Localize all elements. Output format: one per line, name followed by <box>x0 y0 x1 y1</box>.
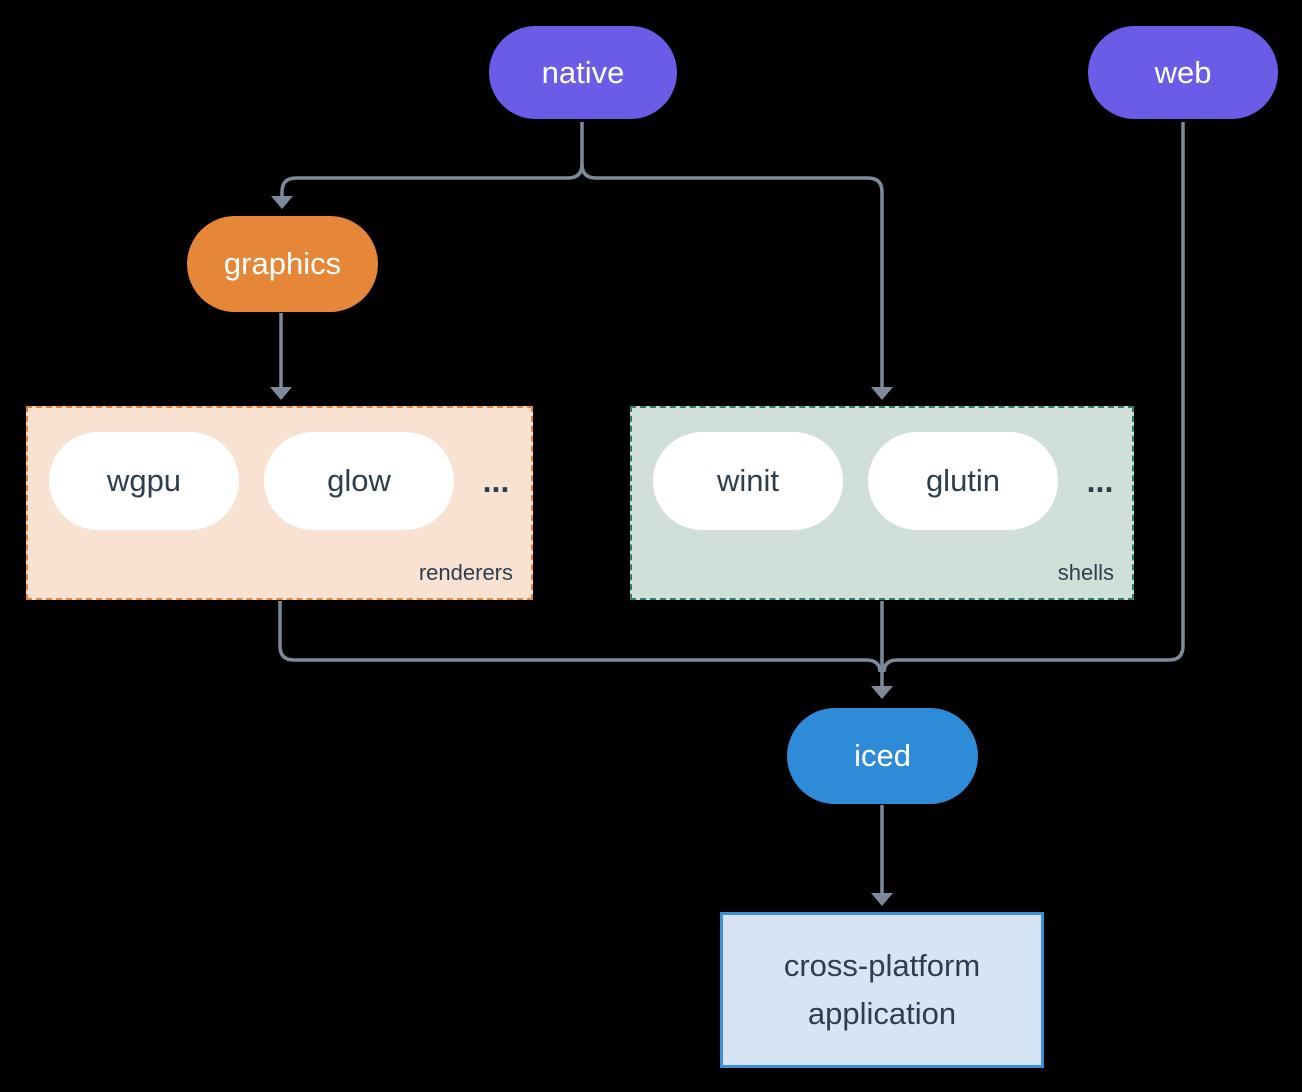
node-cross-platform-application: cross-platform application <box>720 912 1044 1068</box>
node-glow-label: glow <box>327 463 391 498</box>
node-graphics-label: graphics <box>223 246 342 281</box>
application-label-line2: application <box>807 996 957 1031</box>
shells-ellipsis: ... <box>1086 462 1114 499</box>
group-shells: winit glutin ... shells <box>630 406 1134 600</box>
application-label-line1: cross-platform <box>783 948 981 983</box>
node-iced-label: iced <box>854 738 911 773</box>
arrowhead-renderers <box>270 387 292 400</box>
node-wgpu: wgpu <box>49 432 239 530</box>
edge-renderers-to-iced <box>278 601 882 673</box>
node-glutin: glutin <box>868 432 1058 530</box>
group-renderers: wgpu glow ... renderers <box>26 406 533 600</box>
node-native-label: native <box>541 54 625 90</box>
renderers-ellipsis: ... <box>482 462 510 499</box>
arrowhead-iced <box>871 686 893 699</box>
arrowhead-graphics <box>271 196 293 209</box>
node-winit-label: winit <box>716 463 779 498</box>
arrowhead-shells <box>871 387 893 400</box>
node-wgpu-label: wgpu <box>106 463 182 498</box>
node-glutin-label: glutin <box>925 463 1001 498</box>
edge-web-to-iced <box>882 122 1185 673</box>
node-glow: glow <box>264 432 454 530</box>
node-web-label: web <box>1154 54 1212 90</box>
renderers-group-label: renderers <box>418 560 513 585</box>
edge-native-to-shells <box>580 163 884 388</box>
node-native: native <box>489 26 677 119</box>
shells-group-label: shells <box>1057 560 1114 585</box>
node-graphics: graphics <box>187 216 378 312</box>
node-iced: iced <box>787 708 978 804</box>
node-winit: winit <box>653 432 843 530</box>
edge-native-to-graphics <box>280 122 584 197</box>
arrowhead-application <box>871 893 893 906</box>
node-web: web <box>1088 26 1278 119</box>
